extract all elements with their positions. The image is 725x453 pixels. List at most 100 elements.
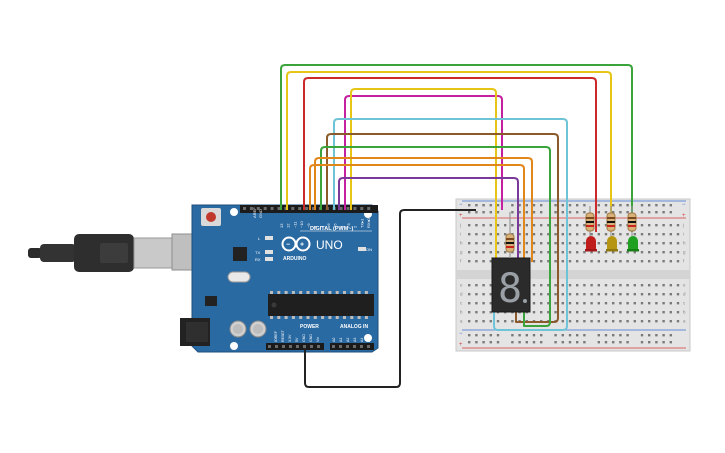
terminal-hole[interactable]	[547, 251, 550, 254]
header-hole[interactable]	[298, 207, 302, 210]
header-hole[interactable]	[263, 207, 267, 210]
terminal-hole[interactable]	[676, 284, 680, 287]
terminal-hole[interactable]	[662, 320, 665, 323]
terminal-hole[interactable]	[604, 302, 608, 305]
terminal-hole[interactable]	[489, 311, 492, 314]
rail-hole[interactable]	[604, 211, 608, 214]
header-hole[interactable]	[339, 207, 343, 210]
rail-hole[interactable]	[482, 341, 485, 344]
rail-hole[interactable]	[489, 204, 492, 207]
rail-hole[interactable]	[540, 334, 543, 337]
rail-hole[interactable]	[511, 341, 514, 344]
header-hole[interactable]	[256, 207, 260, 210]
terminal-hole[interactable]	[475, 251, 478, 254]
rail-hole[interactable]	[626, 204, 629, 207]
terminal-hole[interactable]	[568, 302, 572, 305]
terminal-hole[interactable]	[590, 233, 593, 236]
terminal-hole[interactable]	[676, 233, 680, 236]
terminal-hole[interactable]	[468, 242, 471, 245]
rail-hole[interactable]	[669, 211, 672, 214]
rail-hole[interactable]	[576, 334, 579, 337]
wire-black-gnd[interactable]	[304, 209, 476, 388]
terminal-hole[interactable]	[482, 251, 485, 254]
terminal-hole[interactable]	[619, 233, 622, 236]
rail-hole[interactable]	[511, 211, 514, 214]
terminal-hole[interactable]	[669, 302, 672, 305]
terminal-hole[interactable]	[547, 260, 550, 263]
terminal-hole[interactable]	[482, 320, 485, 323]
terminal-hole[interactable]	[676, 260, 680, 263]
rail-hole[interactable]	[568, 211, 572, 214]
resistor-yellow-led[interactable]	[606, 206, 616, 236]
terminal-hole[interactable]	[540, 311, 543, 314]
terminal-hole[interactable]	[489, 260, 492, 263]
terminal-hole[interactable]	[583, 251, 586, 254]
rail-hole[interactable]	[640, 211, 644, 214]
resistor-green-led[interactable]	[627, 206, 637, 236]
terminal-hole[interactable]	[576, 260, 579, 263]
terminal-hole[interactable]	[554, 293, 557, 296]
terminal-hole[interactable]	[590, 260, 593, 263]
rail-hole[interactable]	[511, 204, 514, 207]
terminal-hole[interactable]	[489, 302, 492, 305]
terminal-hole[interactable]	[612, 302, 615, 305]
terminal-hole[interactable]	[669, 320, 672, 323]
rail-hole[interactable]	[604, 341, 608, 344]
terminal-hole[interactable]	[561, 260, 564, 263]
terminal-hole[interactable]	[511, 320, 514, 323]
header-hole[interactable]	[291, 207, 295, 210]
rail-hole[interactable]	[597, 211, 600, 214]
rail-hole[interactable]	[583, 341, 586, 344]
rail-hole[interactable]	[640, 341, 644, 344]
terminal-hole[interactable]	[619, 242, 622, 245]
terminal-hole[interactable]	[676, 311, 680, 314]
rail-hole[interactable]	[475, 211, 478, 214]
terminal-hole[interactable]	[612, 293, 615, 296]
terminal-hole[interactable]	[676, 320, 680, 323]
terminal-hole[interactable]	[489, 233, 492, 236]
terminal-hole[interactable]	[583, 233, 586, 236]
terminal-hole[interactable]	[676, 251, 680, 254]
terminal-hole[interactable]	[648, 233, 651, 236]
terminal-hole[interactable]	[648, 284, 651, 287]
terminal-hole[interactable]	[633, 302, 636, 305]
wire-orange-2[interactable]	[314, 157, 533, 262]
header-hole[interactable]	[339, 345, 342, 348]
rail-hole[interactable]	[612, 334, 615, 337]
rail-hole[interactable]	[540, 341, 543, 344]
terminal-hole[interactable]	[633, 293, 636, 296]
rail-hole[interactable]	[655, 204, 658, 207]
terminal-hole[interactable]	[511, 224, 514, 227]
terminal-hole[interactable]	[626, 293, 629, 296]
rail-hole[interactable]	[626, 334, 629, 337]
terminal-hole[interactable]	[489, 224, 492, 227]
terminal-hole[interactable]	[619, 284, 622, 287]
terminal-hole[interactable]	[597, 233, 600, 236]
rail-hole[interactable]	[612, 211, 615, 214]
rail-hole[interactable]	[583, 204, 586, 207]
terminal-hole[interactable]	[468, 251, 471, 254]
rail-hole[interactable]	[554, 204, 557, 207]
rail-hole[interactable]	[576, 204, 579, 207]
terminal-hole[interactable]	[590, 251, 593, 254]
header-hole[interactable]	[353, 207, 357, 210]
terminal-hole[interactable]	[518, 251, 521, 254]
terminal-hole[interactable]	[626, 311, 629, 314]
terminal-hole[interactable]	[482, 242, 485, 245]
header-hole[interactable]	[249, 207, 253, 210]
rail-hole[interactable]	[626, 211, 629, 214]
terminal-hole[interactable]	[655, 320, 658, 323]
terminal-hole[interactable]	[583, 311, 586, 314]
terminal-hole[interactable]	[468, 302, 471, 305]
terminal-hole[interactable]	[604, 284, 608, 287]
terminal-hole[interactable]	[568, 251, 572, 254]
terminal-hole[interactable]	[496, 224, 500, 227]
terminal-hole[interactable]	[554, 302, 557, 305]
terminal-hole[interactable]	[626, 284, 629, 287]
terminal-hole[interactable]	[640, 293, 644, 296]
terminal-hole[interactable]	[619, 311, 622, 314]
rail-hole[interactable]	[655, 334, 658, 337]
terminal-hole[interactable]	[568, 320, 572, 323]
terminal-hole[interactable]	[626, 242, 629, 245]
terminal-hole[interactable]	[561, 293, 564, 296]
